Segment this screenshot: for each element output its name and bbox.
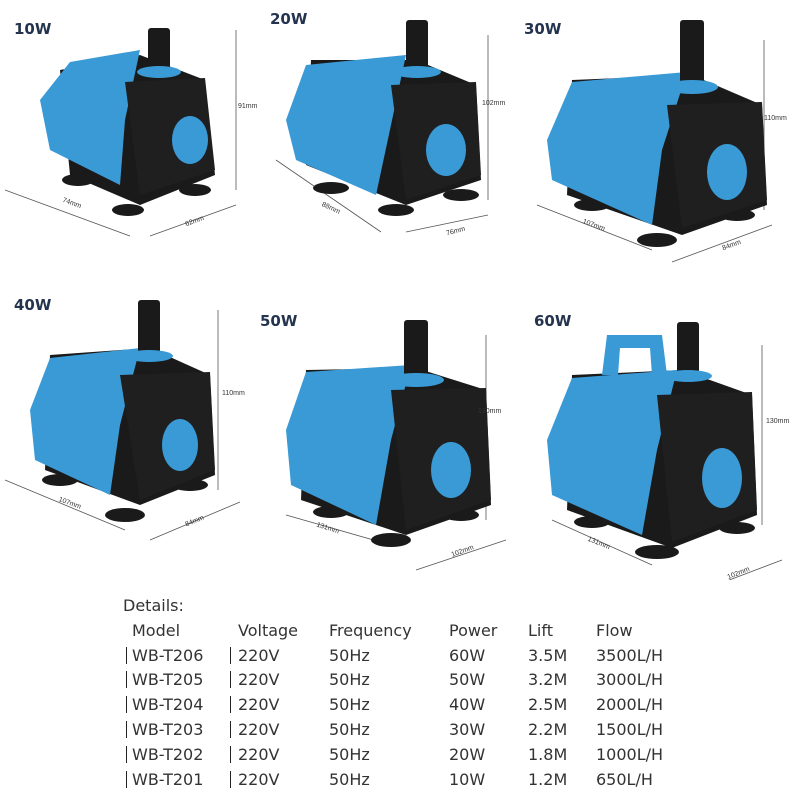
header-lift: Lift bbox=[528, 621, 553, 640]
height-label: 110mm bbox=[222, 390, 245, 397]
cell-power: 50W bbox=[449, 670, 486, 689]
product-10w: 10W 91mm 74mm 62mm bbox=[0, 0, 266, 290]
cell-lift: 2.2M bbox=[528, 720, 568, 739]
cell-model: WB-T204 bbox=[132, 695, 204, 714]
cell-flow: 650L/H bbox=[596, 770, 653, 789]
cell-flow: 2000L/H bbox=[596, 695, 664, 714]
cell-power: 30W bbox=[449, 720, 486, 739]
cell-flow: 1500L/H bbox=[596, 720, 664, 739]
row-separator bbox=[126, 721, 127, 738]
cell-flow: 3000L/H bbox=[596, 670, 664, 689]
row-separator bbox=[230, 721, 231, 738]
cell-voltage: 220V bbox=[238, 745, 280, 764]
header-model: Model bbox=[132, 621, 181, 640]
height-label: 130mm bbox=[766, 418, 790, 425]
wattage-label: 40W bbox=[14, 296, 52, 314]
pump-image-20w bbox=[275, 20, 489, 233]
header-flow: Flow bbox=[596, 621, 633, 640]
row-separator bbox=[230, 771, 231, 788]
cell-frequency: 50Hz bbox=[329, 720, 370, 739]
wattage-label: 20W bbox=[270, 10, 308, 28]
cell-flow: 1000L/H bbox=[596, 745, 664, 764]
row-separator bbox=[126, 671, 127, 688]
row-separator bbox=[230, 671, 231, 688]
cell-voltage: 220V bbox=[238, 695, 280, 714]
pump-image-30w bbox=[536, 20, 773, 263]
pump-image-60w bbox=[547, 322, 783, 580]
cell-frequency: 50Hz bbox=[329, 695, 370, 714]
cell-model: WB-T206 bbox=[132, 646, 204, 665]
row-separator bbox=[230, 696, 231, 713]
row-separator bbox=[126, 647, 127, 664]
height-label: 130mm bbox=[478, 408, 502, 415]
cell-frequency: 50Hz bbox=[329, 770, 370, 789]
cell-lift: 2.5M bbox=[528, 695, 568, 714]
pump-image-40w bbox=[4, 300, 241, 541]
pump-image-10w bbox=[4, 28, 237, 237]
cell-model: WB-T205 bbox=[132, 670, 204, 689]
cell-frequency: 50Hz bbox=[329, 670, 370, 689]
product-20w: 20W 102mm 88mm 76mm bbox=[266, 0, 532, 290]
wattage-label: 50W bbox=[260, 312, 298, 330]
row-separator bbox=[126, 746, 127, 763]
height-label: 91mm bbox=[238, 103, 258, 110]
row-separator bbox=[126, 696, 127, 713]
product-60w: 60W 130mm 131mm 102mm bbox=[532, 290, 798, 581]
cell-voltage: 220V bbox=[238, 770, 280, 789]
cell-frequency: 50Hz bbox=[329, 646, 370, 665]
row-separator bbox=[230, 746, 231, 763]
cell-power: 20W bbox=[449, 745, 486, 764]
cell-voltage: 220V bbox=[238, 720, 280, 739]
cell-model: WB-T202 bbox=[132, 745, 204, 764]
product-40w: 40W 110mm 107mm 84mm bbox=[0, 290, 266, 580]
cell-power: 10W bbox=[449, 770, 486, 789]
cell-model: WB-T201 bbox=[132, 770, 204, 789]
header-frequency: Frequency bbox=[329, 621, 412, 640]
cell-power: 60W bbox=[449, 646, 486, 665]
cell-model: WB-T203 bbox=[132, 720, 204, 739]
header-power: Power bbox=[449, 621, 498, 640]
cell-lift: 3.2M bbox=[528, 670, 568, 689]
row-separator bbox=[126, 771, 127, 788]
height-label: 102mm bbox=[482, 100, 506, 107]
cell-lift: 1.8M bbox=[528, 745, 568, 764]
header-voltage: Voltage bbox=[238, 621, 299, 640]
cell-voltage: 220V bbox=[238, 646, 280, 665]
wattage-label: 60W bbox=[534, 312, 572, 330]
details-title: Details: bbox=[123, 596, 184, 615]
cell-voltage: 220V bbox=[238, 670, 280, 689]
wattage-label: 30W bbox=[524, 20, 562, 38]
cell-frequency: 50Hz bbox=[329, 745, 370, 764]
cell-lift: 1.2M bbox=[528, 770, 568, 789]
height-label: 110mm bbox=[764, 115, 787, 122]
product-50w: 50W 130mm 131mm 102mm bbox=[260, 290, 532, 580]
wattage-label: 10W bbox=[14, 20, 52, 38]
cell-power: 40W bbox=[449, 695, 486, 714]
pump-image-50w bbox=[285, 320, 507, 571]
cell-flow: 3500L/H bbox=[596, 646, 664, 665]
cell-lift: 3.5M bbox=[528, 646, 568, 665]
product-30w: 30W 110mm 107mm 84mm bbox=[524, 0, 798, 290]
row-separator bbox=[230, 647, 231, 664]
